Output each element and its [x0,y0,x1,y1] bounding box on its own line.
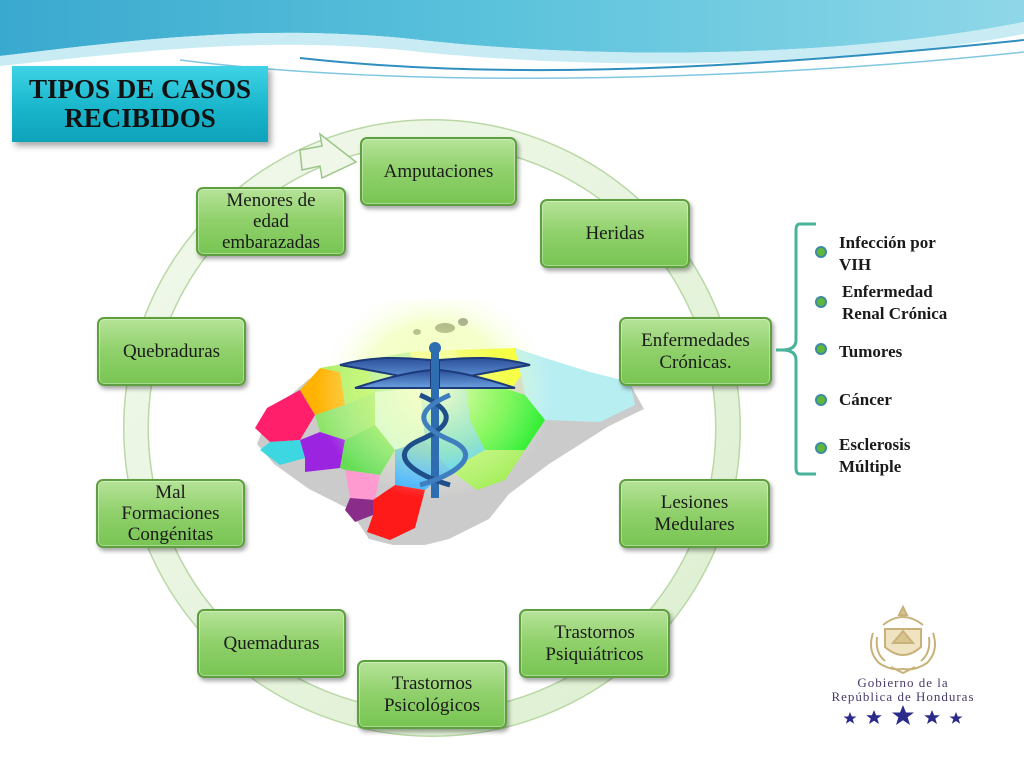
disease-item-tumores: Tumores [839,342,903,361]
bullet-icon [815,442,827,454]
disease-item-enfermedad-renal: Enfermedad Renal Crónica [842,282,948,323]
bullet-icon [815,343,827,355]
page-title: TIPOS DE CASOS RECIBIDOS [12,66,268,142]
cycle-node-enfermedades-cronicas: Enfermedades Crónicas. [619,317,772,386]
stars-icon [843,705,963,725]
honduras-coat-of-arms-icon [870,604,936,675]
disease-item-esclerosis: Esclerosis Múltiple [839,435,911,476]
cycle-node-lesiones-medulares: Lesiones Medulares [619,479,770,548]
government-name: Gobierno de la República de Honduras [812,676,994,704]
bullet-icon [815,296,827,308]
cycle-node-menores-de-edad-embarazadas: Menores de edad embarazadas [196,187,346,256]
cycle-node-quemaduras: Quemaduras [197,609,346,678]
bullet-icon [815,246,827,258]
cycle-node-mal-formaciones-congenitas: Mal Formaciones Congénitas [96,479,245,548]
cycle-node-trastornos-psicologicos: Trastornos Psicológicos [357,660,507,729]
government-line-1: Gobierno de la [857,675,949,690]
cycle-node-trastornos-psiquiatricos: Trastornos Psiquiátricos [519,609,670,678]
cycle-node-amputaciones: Amputaciones [360,137,517,206]
cycle-node-quebraduras: Quebraduras [97,317,246,386]
disease-item-vih: Infección por VIH [839,233,936,274]
disease-item-cancer: Cáncer [839,390,892,409]
cycle-arrowhead [299,132,358,180]
header-waves [0,0,1024,80]
honduras-map-with-caduceus-icon [255,300,644,545]
bullet-icon [815,394,827,406]
government-line-2: República de Honduras [831,689,975,704]
cycle-node-heridas: Heridas [540,199,690,268]
